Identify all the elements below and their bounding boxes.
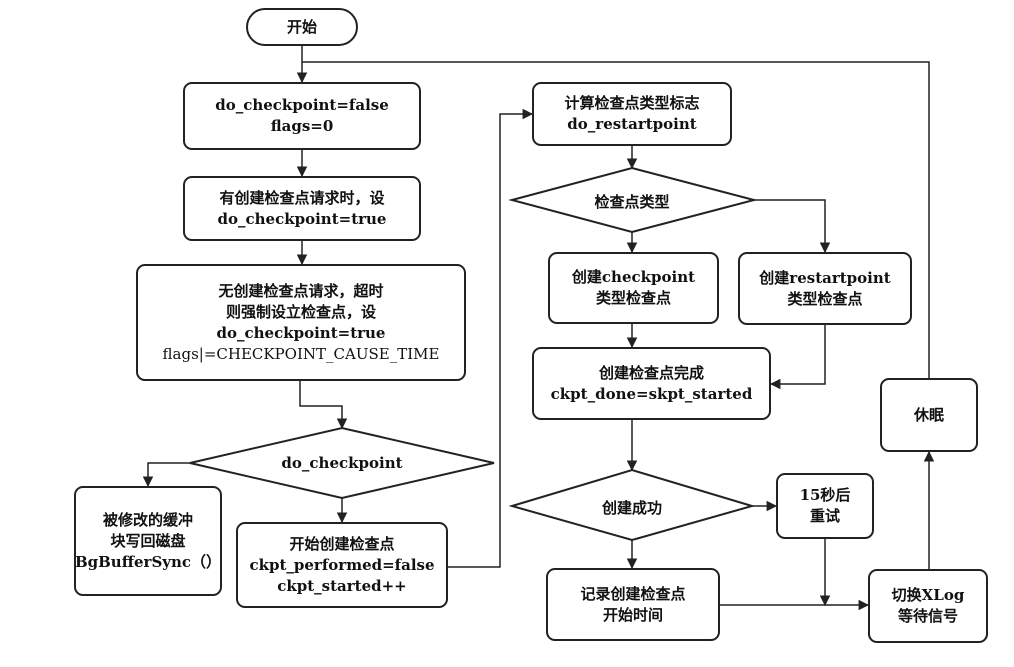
init-node: do_checkpoint=false flags=0 [183,82,421,150]
done-line-2: ckpt_done=skpt_started [550,384,753,403]
createrp-line-1: 创建restartpoint [759,268,891,287]
create-checkpoint-node: 创建checkpoint 类型检查点 [548,252,719,324]
decision-do-checkpoint-shape [189,426,495,500]
request-node: 有创建检查点请求时，设 do_checkpoint=true [183,176,421,241]
decision-type: 检查点类型 [594,192,670,211]
edge-startckpt-compute [448,108,534,568]
timeout-line-2: 则强制设立检查点，设 [225,302,376,321]
retry-node: 15秒后 重试 [776,473,874,539]
start-node: 开始 [246,8,358,46]
decision-success-shape [508,468,756,542]
decision-do-checkpoint: do_checkpoint [281,454,403,472]
buffer-line-3: BgBufferSync（） [74,552,222,571]
ckpt-done-node: 创建检查点完成 ckpt_done=skpt_started [532,347,771,420]
sleep-node: 休眠 [880,378,978,452]
createcp-line-2: 类型检查点 [595,289,671,307]
switch-xlog-node: 切换XLog 等待信号 [868,569,988,643]
buffer-sync-node: 被修改的缓冲 块写回磁盘 BgBufferSync（） [74,486,222,596]
createrp-line-2: 类型检查点 [787,289,863,308]
buffer-line-2: 块写回磁盘 [110,531,186,550]
init-line-2: flags=0 [270,117,334,135]
createcp-line-1: 创建checkpoint [571,268,696,286]
retry-line-2: 重试 [809,507,840,525]
startckpt-line-2: ckpt_performed=false [249,555,435,574]
compute-line-1: 计算检查点类型标志 [564,94,700,112]
decision-success: 创建成功 [601,498,662,517]
timeout-line-1: 无创建检查点请求，超时 [218,281,384,300]
record-line-1: 记录创建检查点 [580,584,686,603]
timeout-node: 无创建检查点请求，超时 则强制设立检查点，设 do_checkpoint=tru… [136,264,466,381]
buffer-line-1: 被修改的缓冲 [102,510,193,529]
switch-line-1: 切换XLog [891,586,965,604]
retry-line-1: 15秒后 [799,486,851,504]
start-label: 开始 [286,17,317,36]
sleep-label: 休眠 [913,405,944,424]
edge-restartpoint-done [769,325,826,390]
timeout-line-3: do_checkpoint=true [216,323,386,342]
startckpt-line-1: 开始创建检查点 [289,534,395,553]
compute-flags-node: 计算检查点类型标志 do_restartpoint [532,82,732,146]
decision-type-shape [508,166,758,234]
timeout-line-4: flags|=CHECKPOINT_CAUSE_TIME [162,344,440,363]
edge-sleep-loop [302,61,930,378]
request-line-2: do_checkpoint=true [217,209,387,228]
record-line-2: 开始时间 [602,605,663,624]
request-line-1: 有创建检查点请求时，设 [219,188,385,207]
edge-type-restartpoint [754,199,831,254]
compute-line-2: do_restartpoint [567,115,697,133]
init-line-1: do_checkpoint=false [215,96,389,114]
switch-line-2: 等待信号 [897,607,958,625]
edge-decision-buffer [142,462,190,488]
start-ckpt-node: 开始创建检查点 ckpt_performed=false ckpt_starte… [236,522,448,608]
done-line-1: 创建检查点完成 [598,363,704,382]
create-restartpoint-node: 创建restartpoint 类型检查点 [738,252,912,325]
record-time-node: 记录创建检查点 开始时间 [546,568,720,641]
edge-timeout-decision [299,381,348,430]
startckpt-line-3: ckpt_started++ [277,576,407,595]
